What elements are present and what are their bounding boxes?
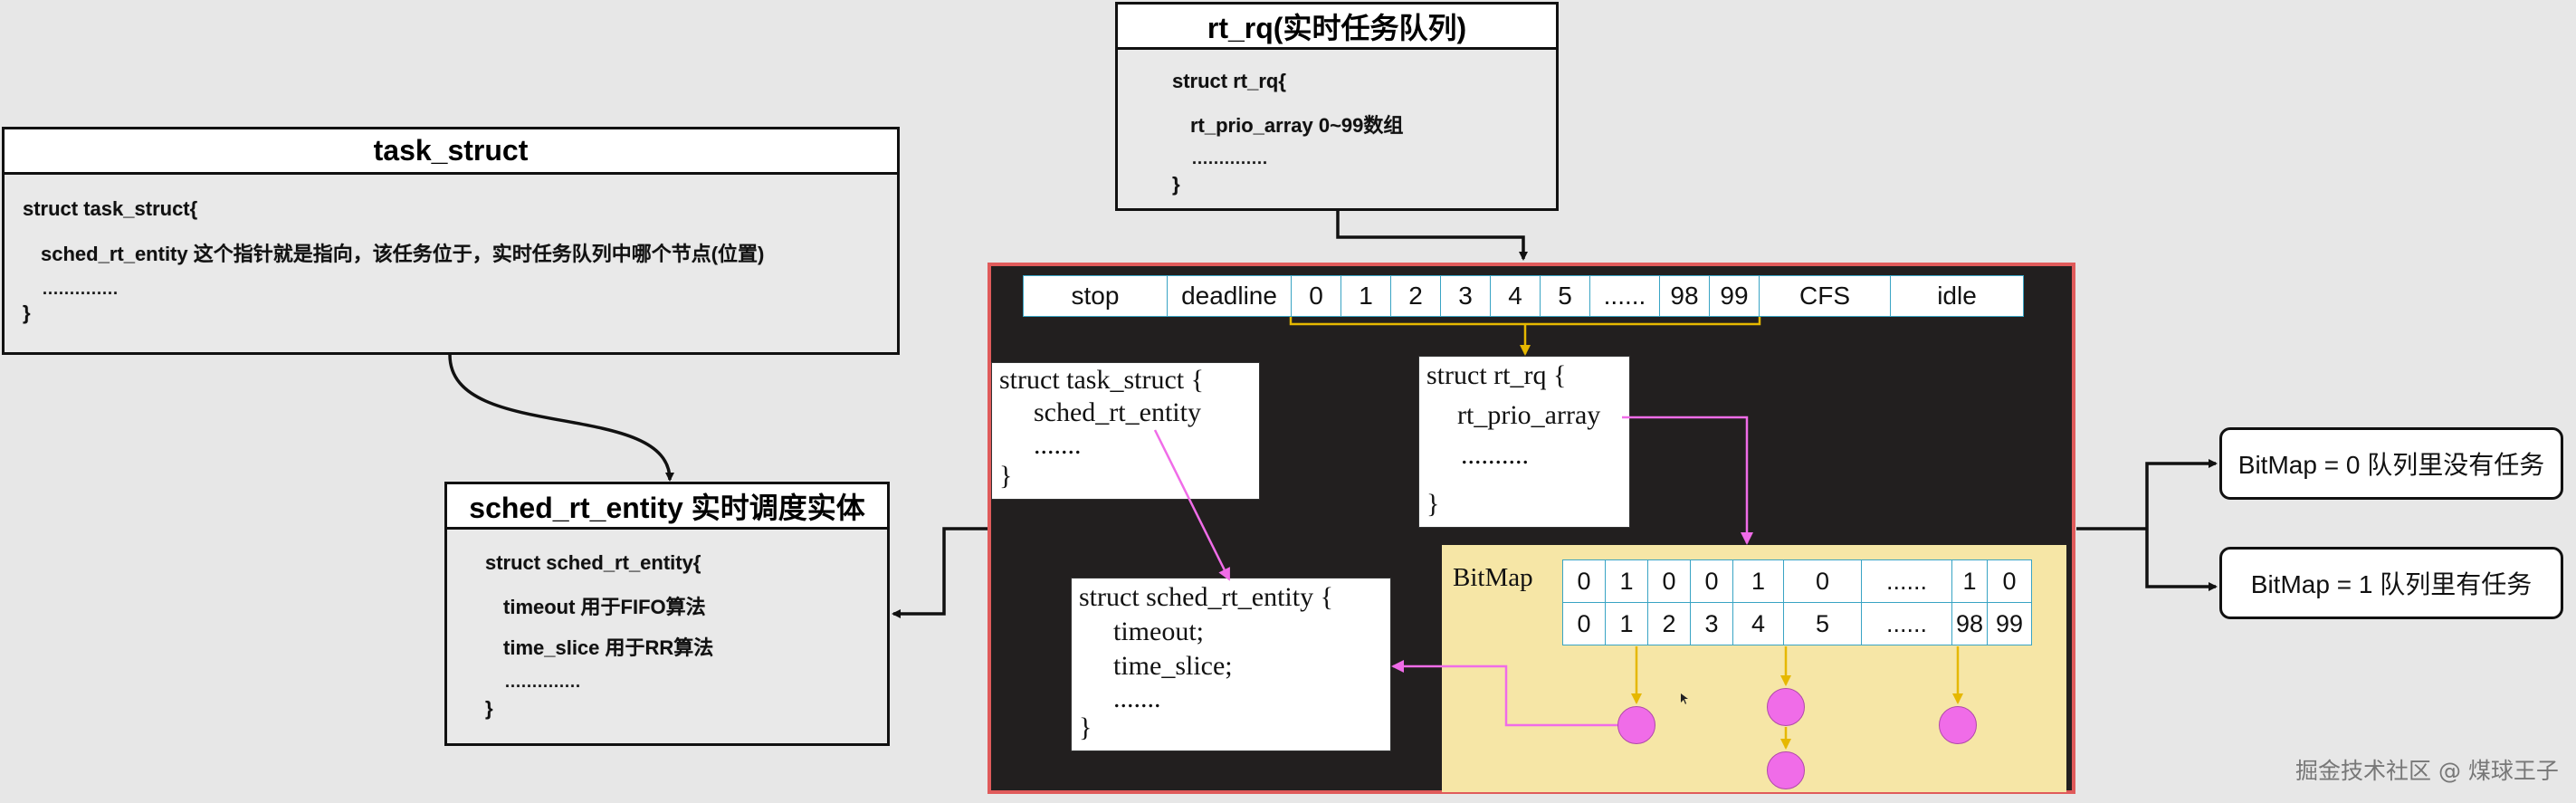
panel-rt-rq-line-2: rt_prio_array (1457, 400, 1601, 430)
bitmap-index: 1 (1605, 602, 1648, 645)
rt-rq-line-4: } (1172, 173, 1180, 196)
sched-rt-line-2: timeout 用于FIFO算法 (503, 596, 706, 618)
bitmap-bit: 1 (1951, 559, 1988, 603)
bitmap-index: 0 (1562, 602, 1606, 645)
queue-cell-cfs: CFS (1759, 275, 1891, 317)
rt-rq-title: rt_rq(实时任务队列) (1118, 5, 1556, 50)
queue-cell-4: 4 (1490, 275, 1541, 317)
outcome-bitmap-0: BitMap = 0 队列里没有任务 (2219, 427, 2563, 500)
connector-outcome-0 (2145, 459, 2218, 529)
task-struct-line-4: } (23, 301, 31, 324)
task-node (1767, 751, 1805, 789)
panel-task-struct-line-2: sched_rt_entity (1034, 397, 1201, 427)
panel-task-struct-line-1: struct task_struct { (999, 365, 1205, 395)
task-struct-line-2: sched_rt_entity 这个指针就是指向，该任务位于，实时任务队列中哪个… (41, 243, 765, 265)
panel-sched-rt-line-2: timeout; (1113, 617, 1204, 646)
panel-task-struct-line-3: ....... (1034, 430, 1082, 460)
bitmap-index: 3 (1690, 602, 1733, 645)
bitmap-index: ...... (1861, 602, 1952, 645)
task-struct-title: task_struct (5, 129, 897, 175)
task-node (1767, 688, 1805, 726)
panel-rt-rq: struct rt_rq { rt_prio_array .......... … (1418, 356, 1630, 528)
sched-rt-entity-box: sched_rt_entity 实时调度实体 struct sched_rt_e… (444, 482, 890, 746)
sched-rt-line-5: } (485, 697, 493, 720)
task-struct-line-3: .............. (43, 280, 119, 298)
panel-rt-rq-line-4: } (1426, 489, 1440, 519)
queue-cell-ellipsis: ...... (1589, 275, 1660, 317)
bitmap-bit: ...... (1861, 559, 1952, 603)
bitmap-bit: 0 (1987, 559, 2032, 603)
queue-cell-2: 2 (1390, 275, 1441, 317)
queue-cell-99: 99 (1709, 275, 1760, 317)
connector-panel-to-entity (892, 527, 987, 618)
task-struct-line-1: struct task_struct{ (23, 197, 198, 220)
bitmap-bit: 0 (1783, 559, 1862, 603)
panel-sched-rt-line-5: } (1079, 712, 1092, 742)
task-node (1939, 706, 1977, 744)
sched-rt-line-3: time_slice 用于RR算法 (503, 636, 714, 659)
connector-outcome-1 (2145, 529, 2218, 591)
watermark: 掘金技术社区 @ 煤球王子 (2295, 758, 2559, 784)
task-node (1617, 706, 1655, 744)
panel-sched-rt-line-3: time_slice; (1113, 651, 1233, 681)
queue-cell-0: 0 (1291, 275, 1341, 317)
bitmap-index: 99 (1987, 602, 2032, 645)
panel-rt-rq-line-1: struct rt_rq { (1426, 360, 1567, 390)
sched-rt-line-1: struct sched_rt_entity{ (485, 551, 701, 574)
rt-rq-box: rt_rq(实时任务队列) struct rt_rq{ rt_prio_arra… (1115, 2, 1559, 211)
outcome-bitmap-1: BitMap = 1 队列里有任务 (2219, 547, 2563, 619)
panel-rt-rq-line-3: .......... (1461, 440, 1529, 470)
bitmap-index: 2 (1647, 602, 1691, 645)
bitmap-index: 98 (1951, 602, 1988, 645)
connector-task-to-entity (448, 354, 674, 482)
bitmap-bit: 0 (1562, 559, 1606, 603)
bitmap-index: 5 (1783, 602, 1862, 645)
queue-cell-1: 1 (1340, 275, 1391, 317)
bitmap-index: 4 (1732, 602, 1784, 645)
queue-cell-idle: idle (1890, 275, 2024, 317)
queue-cell-3: 3 (1440, 275, 1491, 317)
queue-cell-stop: stop (1023, 275, 1168, 317)
queue-cell-98: 98 (1659, 275, 1710, 317)
panel-sched-rt-entity: struct sched_rt_entity { timeout; time_s… (1071, 578, 1391, 751)
queue-cell-5: 5 (1540, 275, 1590, 317)
bitmap-bit: 0 (1647, 559, 1691, 603)
panel-sched-rt-line-1: struct sched_rt_entity { (1079, 582, 1334, 612)
rt-rq-line-3: .............. (1192, 149, 1269, 167)
panel-task-struct-line-4: } (999, 461, 1013, 491)
bitmap-label: BitMap (1453, 563, 1533, 592)
queue-cell-deadline: deadline (1167, 275, 1292, 317)
rt-rq-line-1: struct rt_rq{ (1172, 70, 1286, 92)
rt-rq-line-2: rt_prio_array 0~99数组 (1190, 114, 1404, 137)
bitmap-bit: 0 (1690, 559, 1733, 603)
bitmap-bit: 1 (1605, 559, 1648, 603)
bitmap-bit: 1 (1732, 559, 1784, 603)
panel-task-struct: struct task_struct { sched_rt_entity ...… (991, 362, 1260, 500)
sched-rt-entity-title: sched_rt_entity 实时调度实体 (447, 484, 887, 530)
panel-sched-rt-line-4: ....... (1113, 684, 1161, 713)
connector-rtrq-to-panel (1336, 211, 1528, 261)
task-struct-box: task_struct struct task_struct{ sched_rt… (2, 127, 900, 355)
sched-rt-line-4: .............. (505, 673, 582, 691)
